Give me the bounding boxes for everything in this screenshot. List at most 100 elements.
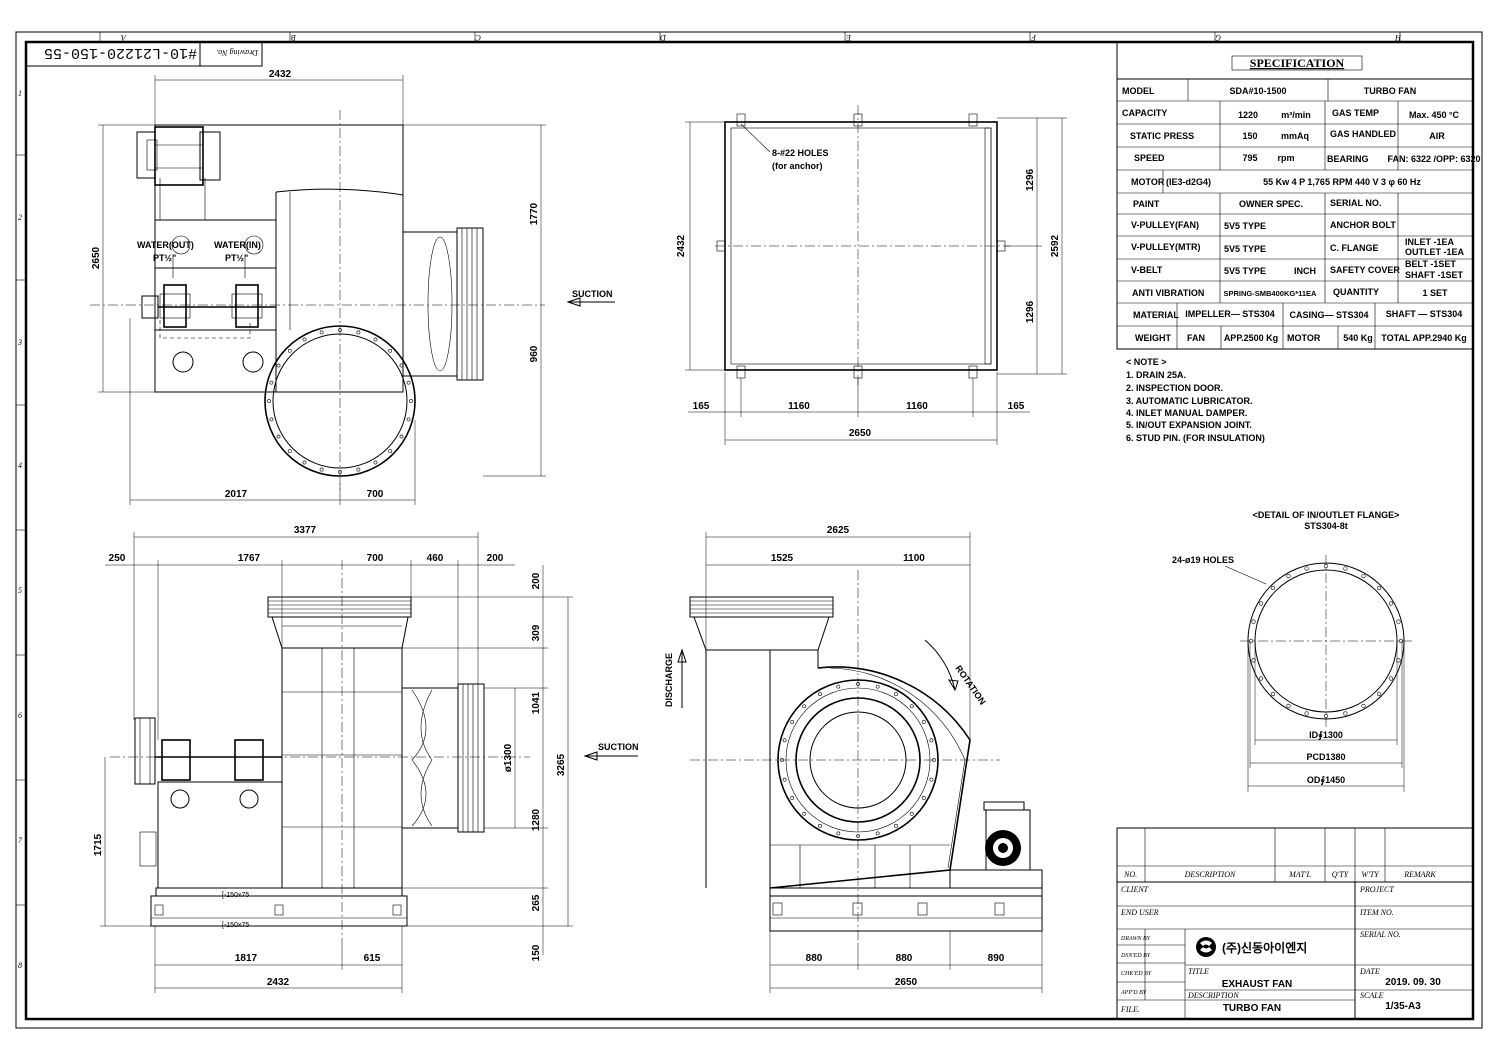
bolt-hole — [287, 348, 292, 353]
spec-title: SPECIFICATION — [1250, 56, 1345, 70]
spec-label: WEIGHT — [1135, 333, 1171, 343]
pt-out-label: PT½" — [153, 253, 176, 263]
bolt-hole — [267, 399, 271, 403]
row-label: 7 — [18, 836, 23, 845]
note-item: 6. STUD PIN. (FOR INSULATION) — [1126, 433, 1265, 443]
base-dim-b4: 165 — [1008, 401, 1025, 412]
bolt-hole — [269, 380, 274, 385]
spec-label: SPEED — [1134, 153, 1165, 163]
spec-label: SERIAL NO. — [1330, 198, 1381, 208]
spec-value: 5V5 TYPE — [1224, 221, 1266, 231]
bolt-hole — [276, 434, 281, 439]
side-dim-t5: 200 — [487, 553, 504, 564]
spec-label: PAINT — [1133, 199, 1160, 209]
spec-sub: (IE3-d2G4) — [1166, 177, 1211, 187]
bolt-hole — [1376, 691, 1382, 697]
spec-value: TURBO FAN — [1364, 86, 1417, 96]
side-dim-b2: 615 — [364, 953, 381, 964]
bolt-hole — [921, 720, 926, 724]
tb-end-user-label: END USER — [1120, 908, 1159, 917]
bolt-hole — [1361, 573, 1366, 579]
spec-label: CAPACITY — [1122, 108, 1167, 118]
tb-description-label: DESCRIPTION — [1187, 991, 1239, 1000]
spec-unit: m³/min — [1281, 110, 1311, 120]
bolt-hole — [287, 449, 292, 454]
bolt-hole — [399, 434, 404, 439]
bolt-hole — [929, 738, 934, 743]
row-label: 3 — [17, 338, 22, 347]
spec-value: APP.2500 Kg — [1224, 333, 1278, 343]
tb-header: Q'TY — [1332, 870, 1350, 879]
side-dim-r1: 200 — [531, 572, 542, 589]
outlet-flange-bolts — [267, 328, 413, 474]
bolt-hole — [406, 380, 411, 385]
spec-value: OUTLET -1EA — [1405, 247, 1465, 257]
base-dim-b2: 1160 — [788, 401, 810, 412]
spec-value: AIR — [1429, 131, 1445, 141]
base-dim-b1: 165 — [693, 401, 710, 412]
bolt-hole — [790, 720, 795, 724]
flange-pcd: PCD1380 — [1306, 752, 1345, 762]
bolt-hole — [782, 738, 787, 743]
bolt-hole — [1270, 585, 1276, 591]
spec-label: SAFETY COVER — [1330, 265, 1400, 275]
note-item: 1. DRAIN 25A. — [1126, 370, 1186, 380]
tb-client-label: CLIENT — [1121, 885, 1149, 894]
bolt-hole — [894, 692, 898, 697]
row-label: 4 — [18, 461, 22, 470]
bolt-hole — [1304, 711, 1309, 716]
bolt-hole — [818, 823, 822, 828]
bolt-hole — [356, 467, 361, 472]
spec-label: GAS HANDLED — [1330, 129, 1397, 139]
front-dim-t2: 1100 — [903, 553, 925, 564]
spec-value: 150 — [1242, 131, 1257, 141]
flange-detail: <DETAIL OF IN/OUTLET FLANGE> STS304-8t 2… — [1172, 510, 1412, 792]
tb-approved-label: APP'D BY — [1120, 990, 1147, 996]
tb-scale: 1/35-A3 — [1385, 1001, 1421, 1012]
bolt-hole — [388, 449, 393, 454]
sheet-border — [15, 31, 1483, 1029]
bolt-hole — [1304, 566, 1309, 571]
side-dim-t4: 460 — [427, 553, 444, 564]
bolt-hole — [929, 777, 934, 782]
bolt-hole — [1286, 703, 1291, 709]
spec-value: SDA#10-1500 — [1229, 86, 1286, 96]
bolt-hole — [1258, 676, 1264, 681]
spec-value: TOTAL APP.2940 Kg — [1381, 333, 1467, 343]
bolt-hole — [909, 811, 914, 816]
note-item: 4. INLET MANUAL DAMPER. — [1126, 408, 1247, 418]
bolt-hole — [836, 684, 841, 689]
col-label: F — [1031, 33, 1037, 42]
pt-in-label: PT½" — [225, 253, 248, 263]
bolt-hole — [388, 348, 393, 353]
base-holes-sub: (for anchor) — [772, 161, 823, 171]
bolt-hole — [894, 823, 898, 828]
spec-value: 1 SET — [1422, 288, 1448, 298]
bolt-hole — [319, 330, 324, 335]
col-label: B — [291, 33, 296, 42]
channel-label: [-150x75 — [222, 892, 249, 899]
side-suction-label: SUCTION — [598, 742, 639, 752]
flange-bolt-holes — [1248, 563, 1404, 719]
row-label: 8 — [18, 961, 22, 970]
spec-value: Max. 450 °C — [1409, 110, 1460, 120]
spec-label: STATIC PRESS — [1130, 131, 1194, 141]
tb-description: TURBO FAN — [1223, 1003, 1281, 1014]
col-label: H — [1394, 33, 1402, 42]
bolt-hole — [1388, 676, 1394, 681]
rotation-label: ROTATION — [953, 663, 987, 706]
border-column-labels: A B C D E F G H — [121, 33, 1402, 42]
tb-header: MAT'L — [1288, 870, 1311, 879]
spec-value: INLET -1EA — [1405, 237, 1455, 247]
specification-table: SPECIFICATION MODEL SDA#10-1500 TURBO FA… — [1116, 41, 1481, 350]
drawing-number-label: Drawing No. — [216, 48, 259, 57]
bolt-hole — [909, 704, 914, 709]
company-logo — [1196, 937, 1216, 957]
spec-value: FAN: 6322 /OPP: 6320 — [1387, 154, 1480, 164]
spec-value: MOTOR — [1287, 333, 1321, 343]
suction-label: SUCTION — [572, 289, 613, 299]
note-item: 3. AUTOMATIC LUBRICATOR. — [1126, 396, 1253, 406]
bolt-hole — [818, 692, 822, 697]
col-label: E — [846, 33, 852, 42]
spec-value: IMPELLER— STS304 — [1185, 309, 1275, 319]
